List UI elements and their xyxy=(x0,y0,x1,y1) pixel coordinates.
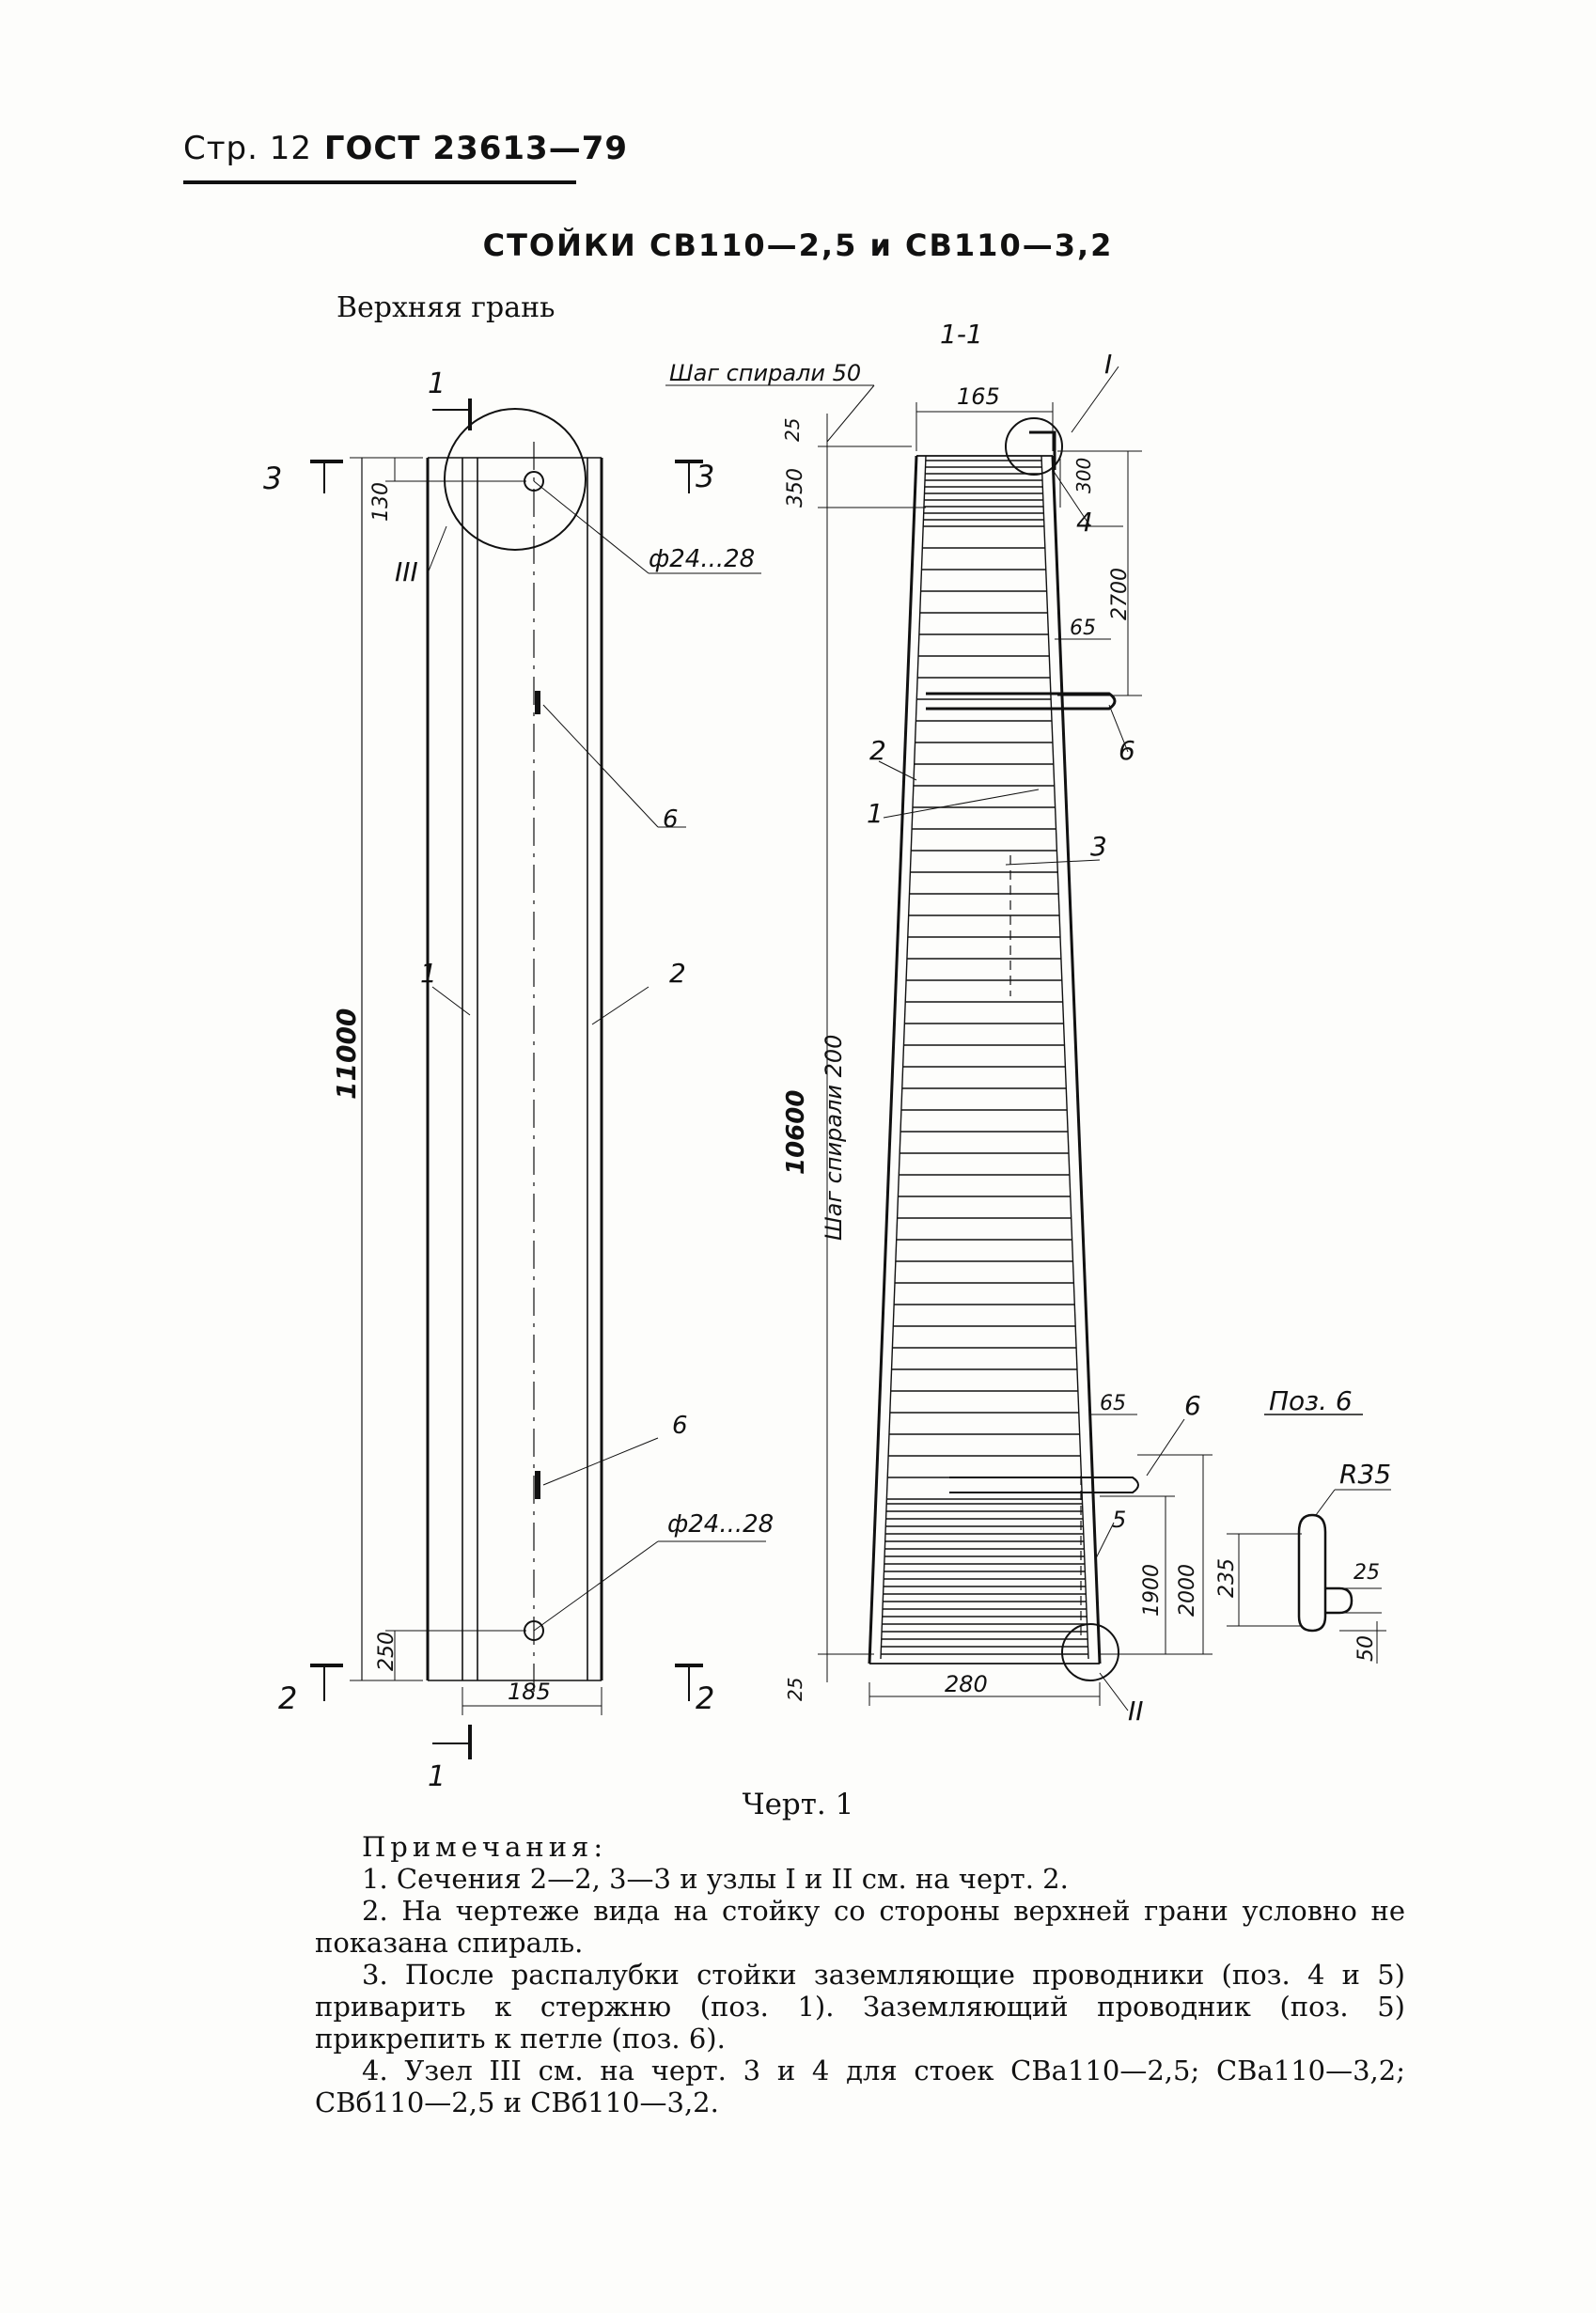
note-item: 1. Сечения 2—2, 3—3 и узлы I и II см. на… xyxy=(362,1863,1069,1895)
spiral-pitch-main: Шаг спирали 200 xyxy=(821,1035,847,1241)
pos-label-3-section: 3 xyxy=(1090,831,1107,862)
note-item: 2. На чертеже вида на стойку со стороны … xyxy=(315,1895,1405,1959)
dim-bottom-offset: 250 xyxy=(375,1632,399,1671)
note-item: 3. После распалубки стойки заземляющие п… xyxy=(315,1959,1405,2055)
dim-1900: 1900 xyxy=(1140,1564,1164,1617)
pos6-detail-title: Поз. 6 xyxy=(1269,1385,1353,1416)
cut-label-2-right: 2 xyxy=(696,1680,714,1716)
dim-bottom-25: 25 xyxy=(784,1678,806,1701)
page-number: Стр. 12 xyxy=(183,130,313,167)
cut-label-3-left: 3 xyxy=(263,461,282,496)
cut-label-1-top: 1 xyxy=(428,367,446,400)
view-label: Верхняя грань xyxy=(336,291,555,324)
dim-r35: R35 xyxy=(1339,1459,1391,1490)
figure-caption: Черт. 1 xyxy=(742,1788,854,1821)
pos-label-6-front-top: 6 xyxy=(663,805,679,834)
dim-detail-50: 50 xyxy=(1354,1635,1378,1662)
pos-label-6-front-bottom: 6 xyxy=(672,1412,688,1440)
dim-detail-25: 25 xyxy=(1353,1561,1380,1585)
dim-total-length: 11000 xyxy=(331,1008,362,1100)
section-label: 1-1 xyxy=(940,319,983,350)
pos-label-6-section-bottom: 6 xyxy=(1184,1390,1201,1421)
pos-label-1-front: 1 xyxy=(420,958,437,989)
dim-top-25: 25 xyxy=(781,418,804,442)
page-header: Стр. 12 ГОСТ 23613—79 xyxy=(183,130,628,167)
dim-top-width: 165 xyxy=(957,383,1000,410)
front-view xyxy=(310,399,766,1759)
pos-label-1-section: 1 xyxy=(867,798,884,829)
cut-label-1-bottom: 1 xyxy=(428,1760,446,1793)
pos-label-4: 4 xyxy=(1076,507,1093,538)
pos-label-2-front: 2 xyxy=(669,958,686,989)
dim-350: 350 xyxy=(784,468,807,508)
dim-top-offset: 130 xyxy=(369,482,393,522)
detail-label-i: I xyxy=(1104,349,1112,380)
header-rule xyxy=(183,180,576,184)
dim-65-top: 65 xyxy=(1070,617,1096,640)
dim-inner-length: 10600 xyxy=(782,1090,810,1175)
pos-label-2-section: 2 xyxy=(869,735,886,766)
detail-label-iii: III xyxy=(395,556,418,587)
cut-label-3-right: 3 xyxy=(696,459,714,494)
dim-65-bottom: 65 xyxy=(1100,1392,1126,1415)
dim-front-width: 185 xyxy=(508,1679,551,1705)
standard-code: ГОСТ 23613—79 xyxy=(323,130,629,167)
notes-section: Примечания: 1. Сечения 2—2, 3—3 и узлы I… xyxy=(315,1831,1405,2118)
dim-bottom-width: 280 xyxy=(945,1671,988,1697)
dim-235: 235 xyxy=(1215,1558,1239,1598)
drawing-title: СТОЙКИ СВ110—2,5 и СВ110—3,2 xyxy=(482,227,1114,263)
dim-2000: 2000 xyxy=(1176,1564,1199,1617)
section-view xyxy=(665,366,1213,1711)
cut-label-2-left: 2 xyxy=(278,1680,297,1716)
detail-label-ii: II xyxy=(1128,1696,1144,1727)
dim-2700: 2700 xyxy=(1108,568,1132,620)
dim-hole-bottom: ф24...28 xyxy=(667,1510,774,1539)
spiral-pitch-top: Шаг спирали 50 xyxy=(669,360,861,386)
notes-heading: Примечания: xyxy=(362,1831,608,1863)
note-item: 4. Узел III см. на черт. 3 и 4 для стоек… xyxy=(315,2055,1405,2118)
pos-label-6-section-top: 6 xyxy=(1119,735,1135,766)
pos-label-5-section: 5 xyxy=(1112,1507,1126,1533)
dim-hole-top: ф24...28 xyxy=(649,545,755,573)
pos6-detail xyxy=(1227,1414,1391,1664)
drawing-labels: 3 3 2 2 1 1 III 11000 130 250 185 ф24...… xyxy=(263,319,1391,1793)
dim-300: 300 xyxy=(1072,458,1095,493)
